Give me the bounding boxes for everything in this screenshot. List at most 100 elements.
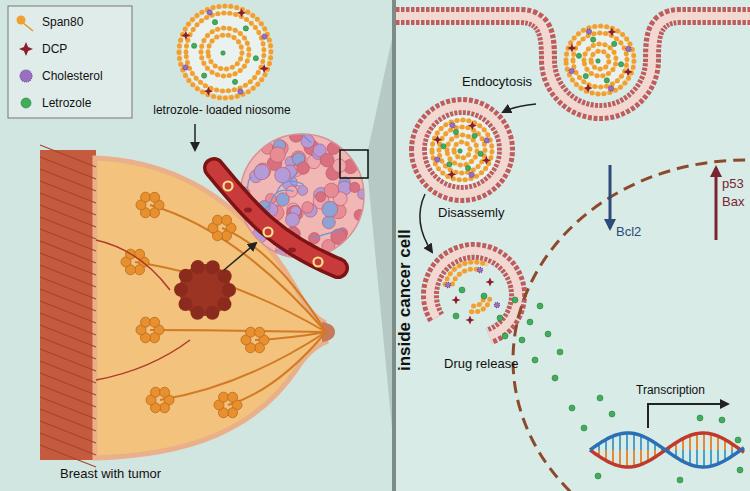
cell-illustration xyxy=(624,67,633,76)
chest-muscle xyxy=(40,150,96,460)
dna-helix xyxy=(710,450,712,466)
cell-illustration xyxy=(604,78,609,83)
breast-illustration xyxy=(135,262,326,332)
legend-box xyxy=(8,6,132,118)
breast-illustration xyxy=(40,385,96,407)
cell-illustration xyxy=(502,333,508,339)
tumor-closeup xyxy=(297,162,309,174)
tumor-closeup xyxy=(327,142,340,155)
breast-illustration xyxy=(40,229,96,251)
tumor-closeup xyxy=(269,190,293,205)
cell-illustration xyxy=(472,133,477,138)
process-label: Transcription xyxy=(636,383,705,397)
breast-illustration xyxy=(141,192,151,202)
niosome-symbol xyxy=(183,65,188,70)
breast-illustration xyxy=(40,145,335,467)
dna-helix xyxy=(619,450,621,466)
step-arrow xyxy=(503,104,536,112)
cell-illustration xyxy=(596,59,600,63)
niosome-symbol xyxy=(208,35,242,69)
cell-illustration xyxy=(396,16,750,112)
cell-illustration xyxy=(396,16,750,112)
tumor-closeup xyxy=(301,134,315,148)
breast-illustration xyxy=(40,397,96,419)
cell-illustration xyxy=(557,349,563,355)
cell-illustration xyxy=(452,269,480,284)
cell-illustration xyxy=(418,106,506,194)
legend-icon xyxy=(17,16,26,25)
breast-illustration xyxy=(40,253,96,275)
zoom-box xyxy=(340,150,368,178)
cell-illustration xyxy=(569,405,575,411)
breast-illustration xyxy=(40,325,96,347)
cell-illustration xyxy=(569,68,574,73)
tumor-closeup xyxy=(316,192,326,202)
breast-illustration xyxy=(246,327,256,337)
cell-illustration xyxy=(427,115,497,185)
step-label: Disassemly xyxy=(438,205,504,221)
breast-illustration xyxy=(149,208,159,218)
cell-illustration xyxy=(445,262,488,284)
cell-illustration xyxy=(591,51,609,69)
cell-illustration xyxy=(591,37,596,42)
breast-illustration xyxy=(221,231,231,241)
niosome-symbol xyxy=(232,79,237,84)
breast-illustration xyxy=(150,330,326,332)
cell-illustration xyxy=(396,16,750,483)
breast-illustration xyxy=(40,289,96,311)
nucleus-border xyxy=(513,160,750,491)
dna-helix xyxy=(703,433,705,450)
dna-helix xyxy=(696,434,698,450)
dna-helix xyxy=(640,436,642,450)
cell-illustration xyxy=(458,149,462,153)
cell-illustration xyxy=(607,27,616,36)
cell-illustration xyxy=(566,26,634,94)
cell-illustration xyxy=(450,138,474,162)
tumor-closeup xyxy=(275,167,291,183)
cell-illustration xyxy=(618,62,623,67)
title-label: letrozole- loaded niosome xyxy=(153,103,290,117)
niosome-symbol xyxy=(186,13,264,91)
breast-illustration xyxy=(213,215,223,225)
cell-illustration xyxy=(459,287,465,293)
breast-illustration xyxy=(222,215,232,225)
cell-illustration xyxy=(447,135,477,165)
cell-illustration xyxy=(576,53,581,58)
niosome-symbol xyxy=(253,56,258,61)
breast-illustration xyxy=(40,181,96,203)
cell-illustration xyxy=(608,86,613,91)
cell-illustration xyxy=(719,417,725,423)
breast-illustration xyxy=(149,333,159,343)
tumor-closeup xyxy=(254,164,269,179)
breast-illustration xyxy=(219,392,229,402)
cell-illustration xyxy=(477,267,482,272)
breast-illustration xyxy=(40,169,96,191)
cell-illustration xyxy=(454,142,470,158)
legend-label: DCP xyxy=(42,42,67,56)
cell-illustration xyxy=(432,120,492,180)
cell-illustration xyxy=(584,44,616,76)
cell-illustration xyxy=(494,302,499,307)
cell-illustration xyxy=(452,269,480,284)
breast-illustration xyxy=(40,373,96,395)
zoom-wedge xyxy=(368,20,396,470)
breast-illustration xyxy=(40,433,96,455)
breast-illustration xyxy=(174,283,188,297)
cell-illustration xyxy=(473,300,483,306)
dna-helix xyxy=(626,433,628,450)
cell-illustration xyxy=(450,123,455,128)
cell-illustration xyxy=(497,315,503,321)
breast-illustration xyxy=(217,297,231,311)
tumor-closeup xyxy=(312,229,344,238)
cell-illustration xyxy=(465,165,470,170)
tumor-closeup xyxy=(298,185,308,195)
breast-illustration xyxy=(228,332,326,405)
breast-illustration xyxy=(40,145,96,167)
cell-illustration xyxy=(445,262,488,284)
breast-illustration xyxy=(222,283,236,297)
cell-illustration xyxy=(486,278,495,287)
cell-illustration xyxy=(583,74,588,79)
tumor-closeup xyxy=(264,228,273,237)
gene-label: Bax xyxy=(722,194,744,210)
cell-illustration xyxy=(597,395,603,401)
